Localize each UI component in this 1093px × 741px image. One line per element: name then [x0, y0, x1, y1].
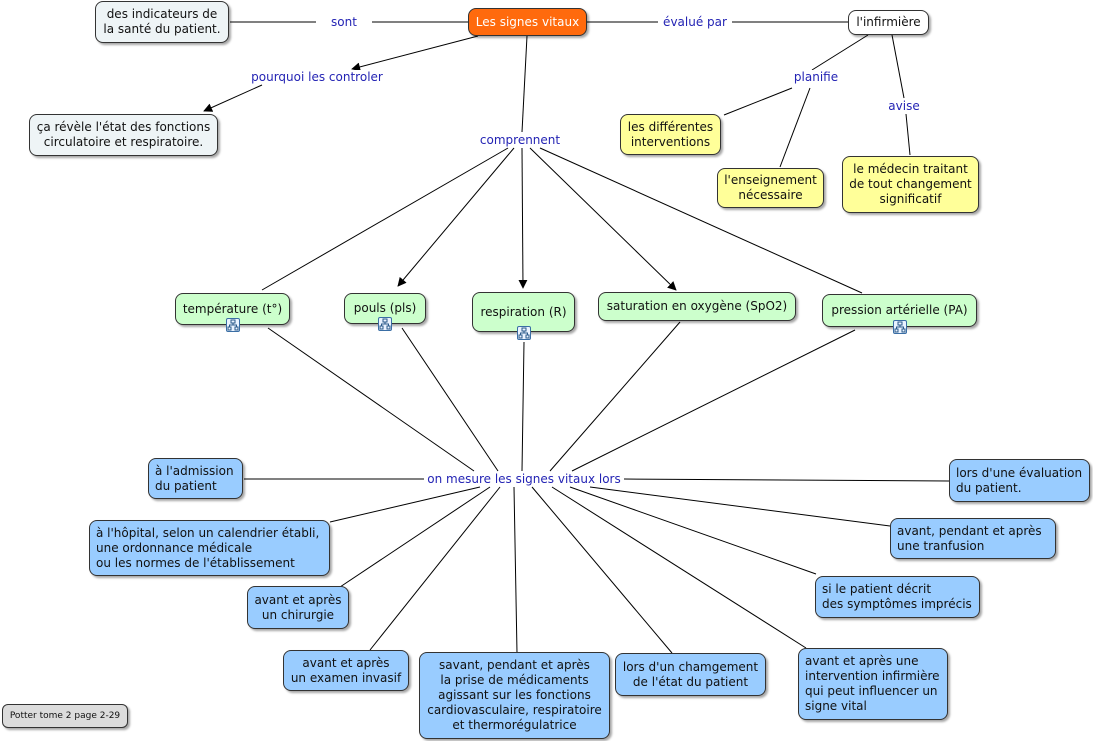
moment-admission[interactable]: à l'admission du patient [148, 458, 243, 499]
moment-intervention[interactable]: avant et après une intervention infirmiè… [798, 648, 948, 720]
concept-infirmiere[interactable]: l'infirmière [848, 10, 929, 35]
link-label-avise: avise [886, 99, 922, 113]
moment-transfusion[interactable]: avant, pendant et après une tranfusion [890, 518, 1056, 559]
moment-chirurgie[interactable]: avant et après un chirurgie [247, 586, 349, 629]
link-label-evalue-par: évalué par [661, 15, 729, 29]
source-note: Potter tome 2 page 2-29 [2, 704, 128, 728]
moment-medicaments[interactable]: savant, pendant et après la prise de méd… [419, 652, 610, 739]
moment-evaluation[interactable]: lors d'une évaluation du patient. [949, 459, 1090, 502]
submap-icon[interactable] [378, 317, 392, 331]
vital-respiration[interactable]: respiration (R) [472, 292, 575, 332]
concept-revele[interactable]: ça révèle l'état des fonctions circulato… [29, 114, 218, 156]
link-label-comprennent: comprennent [477, 133, 563, 147]
concept-medecin[interactable]: le médecin traitant de tout changement s… [842, 156, 979, 213]
link-label-planifie: planifie [791, 70, 841, 84]
submap-icon[interactable] [226, 318, 240, 332]
moment-symptomes[interactable]: si le patient décrit des symptômes impré… [815, 576, 980, 618]
concept-indicateurs[interactable]: des indicateurs de la santé du patient. [95, 1, 229, 43]
moment-hopital[interactable]: à l'hôpital, selon un calendrier établi,… [89, 520, 330, 576]
link-label-sont: sont [329, 15, 359, 29]
link-label-on-mesure: on mesure les signes vitaux lors [425, 472, 623, 486]
root-node-signes-vitaux[interactable]: Les signes vitaux [468, 8, 587, 36]
concept-enseignement[interactable]: l'enseignement nécessaire [717, 168, 824, 208]
concept-interventions[interactable]: les différentes interventions [620, 114, 721, 155]
submap-icon[interactable] [517, 326, 531, 340]
moment-examen[interactable]: avant et après un examen invasif [283, 650, 409, 691]
moment-changement[interactable]: lors d'un chamgement de l'état du patien… [615, 653, 766, 696]
link-label-pourquoi: pourquoi les controler [249, 70, 385, 84]
vital-saturation[interactable]: saturation en oxygène (SpO2) [598, 292, 796, 321]
submap-icon[interactable] [893, 320, 907, 334]
